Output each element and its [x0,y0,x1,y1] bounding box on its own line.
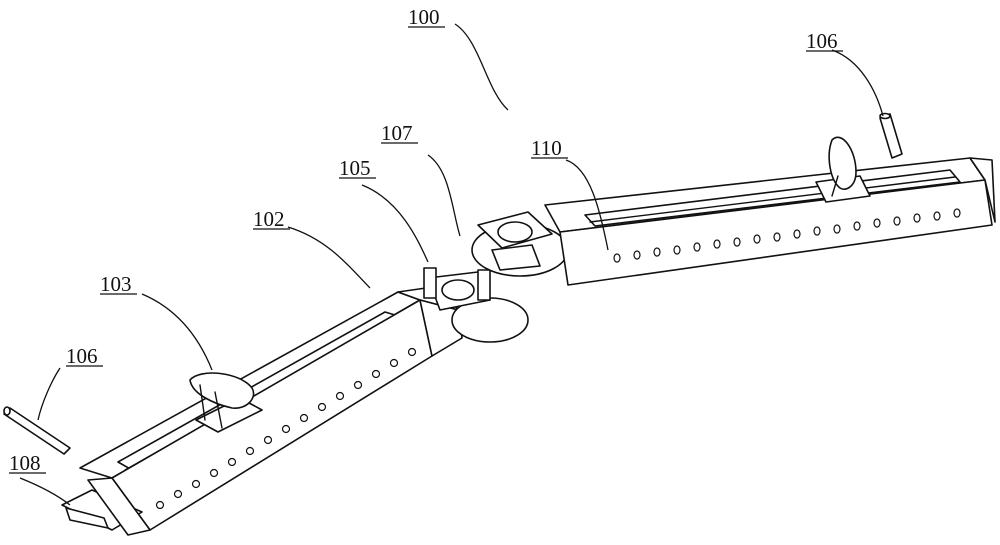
rod-left [3,406,71,455]
reference-labels: 100 106 107 110 105 102 103 106 108 [9,5,843,475]
label-102: 102 [253,207,285,231]
right-slider-saddle [815,136,871,203]
left-slider-saddle [189,372,263,433]
label-108: 108 [9,451,41,475]
label-103: 103 [100,272,132,296]
left-arm-holes [155,347,417,510]
pivot-joint-lower [423,267,529,343]
label-105: 105 [339,156,371,180]
right-arm [544,157,996,286]
label-100: 100 [408,5,440,29]
leader-lines [19,23,884,506]
pivot-joint-upper [471,211,569,277]
label-106-left: 106 [66,344,98,368]
label-107: 107 [381,121,413,145]
rod-right [879,112,903,159]
label-106-right: 106 [806,29,838,53]
label-110: 110 [531,136,562,160]
right-arm-holes [613,208,961,263]
